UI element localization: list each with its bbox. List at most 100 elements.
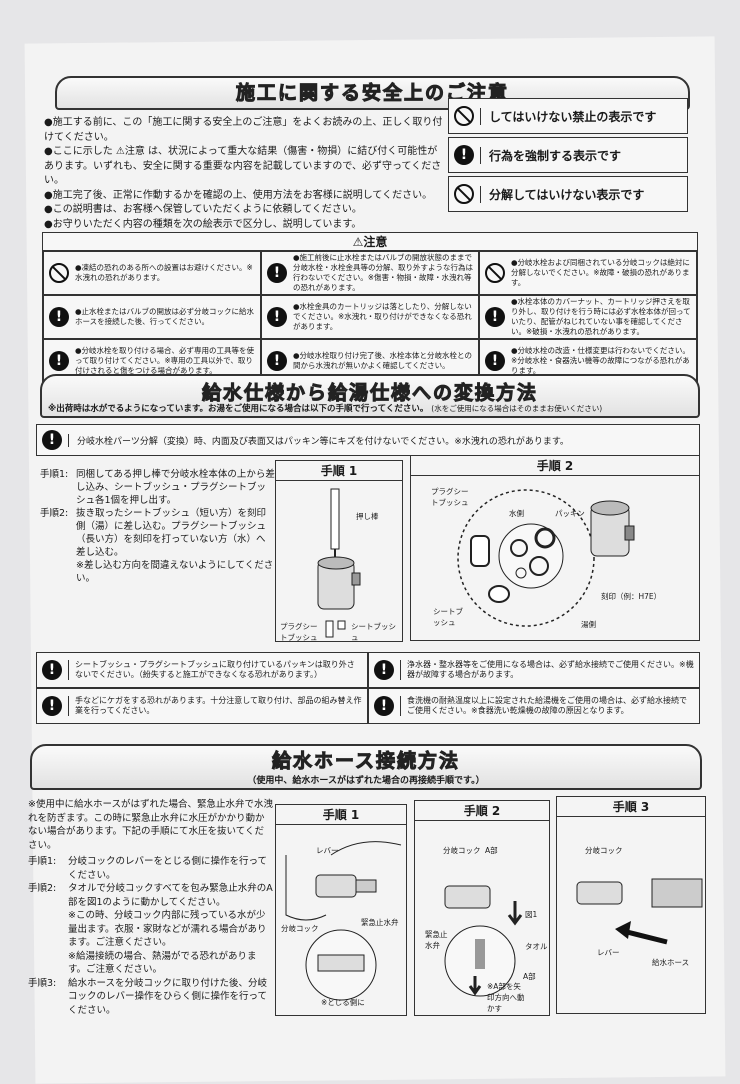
label: A部 [523,972,536,981]
caution-item: ●分岐水栓および同梱されている分岐コックは絶対に分解しないでください。※故障・破… [479,251,697,295]
section2-cautions: !シートブッシュ・プラグシートブッシュに取り付けているパッキンは取り外さないでく… [36,652,700,724]
caution-header: ⚠注意 [43,233,697,251]
label: プラグシートブッシュ [280,622,318,642]
exclamation-icon: ! [485,307,505,327]
exclamation-icon: ! [485,351,505,371]
figure-title: 手順 3 [557,797,705,817]
faucet-illustration [317,488,361,638]
intro-line: ●この説明書は、お客様へ保管していただくように依頼してください。 [44,204,362,215]
legend-text: 行為を強制する表示です [480,146,621,164]
caution-item: !●施工前後に止水栓またはバルブの開放状態のままで分岐水栓・水栓金具等の分解、取… [261,251,479,295]
figure-title: 手順 1 [276,461,402,481]
label: レバー [316,846,339,855]
label: 図1 [525,910,538,919]
note-text: ※出荷時は水がでるようになっています。お湯をご使用になる場合は以下の手順で行って… [48,404,429,414]
label: 水側 [509,509,524,518]
figure-step1: 手順 1 押し棒 プラグシートブッシュ シートブッシュ [275,460,403,642]
step-text: 給水ホースを分岐コックに取り付けた後、分岐コックのレバー操作をひらく側に操作を行… [68,977,268,1016]
caution-text: 浄水器・整水器等をご使用になる場合は、必ず給水接続でご使用ください。※機器が故障… [400,660,694,680]
prohibition-icon [49,263,69,283]
caution-item: !食洗機の耐熱温度以上に設定された給湯機をご使用の場合は、必ず給水接続でご使用く… [368,688,700,724]
step-label: 手順1: [28,856,57,867]
label: 押し棒 [356,512,379,521]
figure-step2: 手順 2 プラグシートブッシュ 水側 パッキン 刻印（例：H7E） 湯側 シート… [410,455,700,641]
valve-illustration [444,885,523,997]
caution-item: ! ●止水栓またはバルブの開放は必ず分岐コックに給水ホースを接続した後、行ってくだ… [43,295,261,339]
label: 分岐コック [585,846,623,855]
step-item: ※この時、分岐コック内部に残っている水が少量出ます。衣服・家財などが濡れる場合が… [28,909,273,950]
caution-table: ⚠注意 ●凍結の恐れのある所への設置はお避けください。※水洩れの恐れがあります。… [42,232,698,384]
caution-text: 食洗機の耐熱温度以上に設定された給湯機をご使用の場合は、必ず給水接続でご使用くだ… [400,696,694,716]
caution-text: ●施工前後に止水栓またはバルブの開放状態のままで分岐水栓・水栓金具等の分解、取り… [293,253,473,292]
step-text: ※給湯接続の場合、熱湯がでる恐れがあります。ご注意ください。 [68,950,257,976]
step-text: 抜き取ったシートブッシュ（短い方）を刻印側（湯）に差し込む。プラグシートブッシュ… [76,508,267,558]
exclamation-icon: ! [267,351,287,371]
figure-hose-step2: 手順 2 分岐コック A部 図1 緊急止水弁 タオル A部 ※A部を矢印方向へ動… [414,800,550,1016]
step-label: 手順3: [28,977,57,989]
note-small: (水をご使用になる場合はそのままお使いください) [431,404,603,413]
intro-line: ●お守りいただく内容の種類を次の絵表示で区分し、説明しています。 [44,218,362,230]
label: 緊急止水弁 [425,930,448,950]
label: プラグシートブッシュ [431,487,469,507]
no-disassembly-icon [485,263,505,283]
label: シートブッシュ [433,607,463,627]
step-label [28,950,68,977]
label: A部 [485,846,498,855]
step-label [28,909,68,950]
label: ※A部を矢印方向へ動かす [487,982,525,1013]
step-text: タオルで分岐コックすべてを包み緊急止水弁のA部を図1のように動かしてください。 [68,883,273,908]
caution-text: ●凍結の恐れのある所への設置はお避けください。※水洩れの恐れがあります。 [75,263,253,282]
figure-title: 手順 1 [276,805,406,825]
symbol-legend: してはいけない禁止の表示です !行為を強制する表示です 分解してはいけない表示で… [448,98,688,212]
caution-text: ●分岐水栓を取り付ける場合、必ず専用の工具等を使って取り付けてください。※専用の… [75,346,255,375]
exclamation-icon: ! [49,307,69,327]
label: 分岐コック [443,846,481,855]
exclamation-icon: ! [42,430,62,450]
cock-illustration [285,841,402,1001]
label: 緊急止水弁 [361,918,399,927]
section2-title: 給水仕様から給湯仕様への変換方法 [201,382,538,405]
caution-text: 手などにケガをする恐れがあります。十分注意して取り付け、部品の組み替え作業を行っ… [68,696,362,716]
caution-item: ●凍結の恐れのある所への設置はお避けください。※水洩れの恐れがあります。 [43,251,261,295]
figure-title: 手順 2 [411,456,699,476]
section2-steps: 手順1: 同梱してある押し棒で分岐水栓本体の上から差し込み、シートブッシュ・プラグ… [40,468,275,585]
step-note: ※差し込む方向を間違えないようにしてください。 [76,560,274,584]
label: 湯側 [581,620,596,629]
label: 分岐コック [281,924,319,933]
exclamation-icon: ! [42,660,62,680]
step-item: 手順2: タオルで分岐コックすべてを包み緊急止水弁のA部を図1のように動かしてくだ… [28,882,273,909]
no-disassembly-icon [454,184,474,204]
step-item: ※給湯接続の場合、熱湯がでる恐れがあります。ご注意ください。 [28,950,273,977]
exclamation-icon: ! [42,696,62,716]
label: 刻印（例：H7E） [601,592,662,601]
label: タオル [525,942,548,951]
step-text: 分岐コックのレバーをとじる側に操作を行ってください。 [68,856,268,881]
step-label: 手順2: [28,883,57,894]
step-label: 手順1: [40,469,69,480]
step-item: 手順3: 給水ホースを分岐コックに取り付けた後、分岐コックのレバー操作をひらく側に… [28,977,273,1018]
section1-intro: ●施工する前に、この「施工に関する安全上のご注意」をよくお読みの上、正しく取り付… [44,116,444,232]
intro-text: ※使用中に給水ホースがはずれた場合、緊急止水弁で水洩れを防ぎます。この時に緊急止… [28,799,273,851]
caution-text: ●水栓金具のカートリッジは落としたり、分解しないでください。※水洩れ・取り付けが… [293,302,472,331]
section1-banner: 施工に関する安全上のご注意 [55,76,690,110]
intro-line: ●施工完了後、正常に作動するかを確認の上、使用方法をお客様に説明してください。 [44,189,433,201]
caution-text: ●止水栓またはバルブの開放は必ず分岐コックに給水ホースを接続した後、行ってくださ… [75,307,255,326]
caution-item: ! ●水栓金具のカートリッジは落としたり、分解しないでください。※水洩れ・取り付け… [261,295,479,339]
caution-item: !シートブッシュ・プラグシートブッシュに取り付けているパッキンは取り外さないでく… [36,652,368,688]
caution-text: ●水栓本体のカバーナット、カートリッジ押さえを取り外し、取り付けを行う時には必ず… [511,297,691,336]
label: シートブッシュ [351,622,396,642]
section2-note: ※出荷時は水がでるようになっています。お湯をご使用になる場合は以下の手順で行って… [48,402,602,414]
caution-item: ! ●水栓本体のカバーナット、カートリッジ押さえを取り外し、取り付けを行う時には必… [479,295,697,339]
label: ※とじる側に [321,998,365,1007]
section2-banner: 給水仕様から給湯仕様への変換方法 [40,374,700,418]
step-label: 手順2: [40,508,69,519]
figure-hose-step1: 手順 1 レバー 分岐コック 緊急止水弁 ※とじる側に [275,804,407,1016]
section1-title: 施工に関する安全上のご注意 [235,82,509,105]
step-text: 同梱してある押し棒で分岐水栓本体の上から差し込み、シートブッシュ・プラグシートブ… [76,469,275,506]
exclamation-icon: ! [267,307,287,327]
caution-text: ●分岐水栓取り付け完了後、水栓本体と分岐水栓との間から水洩れが無いかよく確認して… [293,351,472,370]
legend-text: 分解してはいけない表示です [480,185,644,203]
bushing-diagram [457,489,635,627]
legend-text: してはいけない禁止の表示です [480,107,656,125]
figure-hose-step3: 手順 3 分岐コック レバー 給水ホース [556,796,706,1014]
